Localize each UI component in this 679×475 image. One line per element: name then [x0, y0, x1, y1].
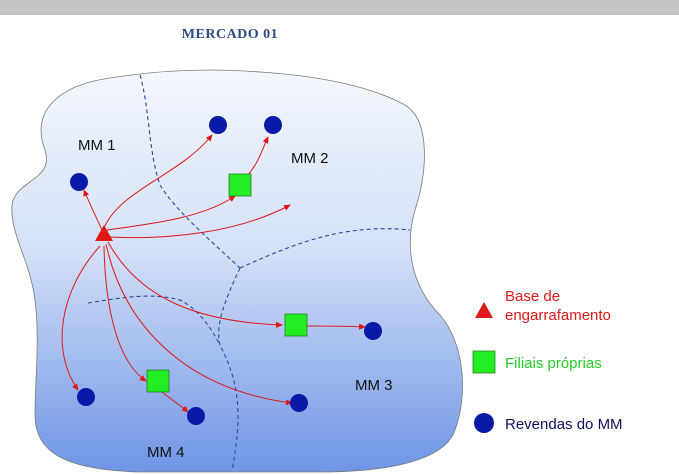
arrow-base-to-revenda-mm4	[61, 245, 101, 391]
arrow-base-to-filial-mm4	[103, 245, 147, 382]
top-bar	[0, 0, 679, 15]
arrow-base-to-revenda-mm1	[83, 189, 104, 233]
legend-revendas: Revendas do MM	[505, 416, 623, 433]
region-boundaries	[87, 74, 411, 471]
legend: Base de engarrafamento Filiais próprias …	[472, 288, 623, 433]
legend-base-line2: engarrafamento	[505, 307, 611, 324]
arrow-base-to-filial-mm3	[107, 241, 283, 328]
arrow-base-to-revenda-mm1-top	[103, 134, 213, 229]
legend-filiais: Filiais próprias	[505, 355, 602, 372]
filial-mm3	[284, 313, 308, 337]
filial-mm2	[228, 173, 252, 197]
legend-base-line1: Base de	[505, 288, 560, 305]
filial-mm4	[146, 369, 170, 393]
market-region	[11, 69, 463, 473]
revenda-mm3-right	[364, 322, 382, 340]
revendas-group	[70, 116, 382, 425]
boundary-mm1-mm4	[87, 295, 221, 346]
region-label-mm3: MM 3	[355, 377, 393, 394]
arrow-filial-to-revenda-mm4	[161, 391, 189, 413]
region-label-mm2: MM 2	[291, 150, 329, 167]
revenda-mm4-left	[77, 388, 95, 406]
region-label-mm4: MM 4	[147, 444, 185, 461]
distribution-arrows	[61, 134, 366, 413]
boundary-mm2-mm3	[239, 228, 411, 269]
region-label-mm1: MM 1	[78, 137, 116, 154]
legend-square-icon	[472, 350, 496, 374]
arrow-base-to-revenda-mm3	[105, 243, 293, 406]
boundary-mm3-mm4	[218, 267, 241, 471]
filiais-group	[146, 173, 308, 393]
revenda-mm1	[70, 173, 88, 191]
diagram-title: MERCADO 01	[181, 27, 279, 42]
boundary-mm1-mm2	[139, 74, 241, 269]
revenda-mm3-bottom	[290, 394, 308, 412]
revenda-mm2-right	[264, 116, 282, 134]
legend-circle-icon	[474, 413, 494, 433]
revenda-mm2-left	[209, 116, 227, 134]
base-engarrafamento-triangle	[95, 225, 113, 241]
legend-triangle-icon	[475, 302, 493, 318]
arrow-base-to-mm2-boundary	[109, 204, 291, 239]
revenda-mm4-right	[187, 407, 205, 425]
arrow-filial-to-revenda-mm3	[304, 323, 366, 330]
arrow-base-to-filial-mm2	[106, 195, 236, 231]
